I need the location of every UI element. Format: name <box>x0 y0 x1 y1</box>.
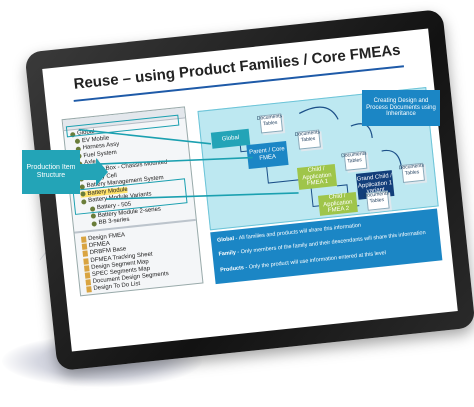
inheritance-diagram: Global Documents Tables Parent / Core FM… <box>197 87 439 231</box>
callout-production-item-structure: Production Item Structure <box>22 150 80 194</box>
tree-to-diagram-arrows <box>65 114 299 215</box>
callout-inheritance: Creating Design and Process Documents us… <box>362 90 440 126</box>
tablet-device: Reuse – using Product Families / Core FM… <box>24 8 474 372</box>
callout-left-arrow-icon <box>80 158 108 186</box>
slide-screen: Reuse – using Product Families / Core FM… <box>42 28 458 352</box>
